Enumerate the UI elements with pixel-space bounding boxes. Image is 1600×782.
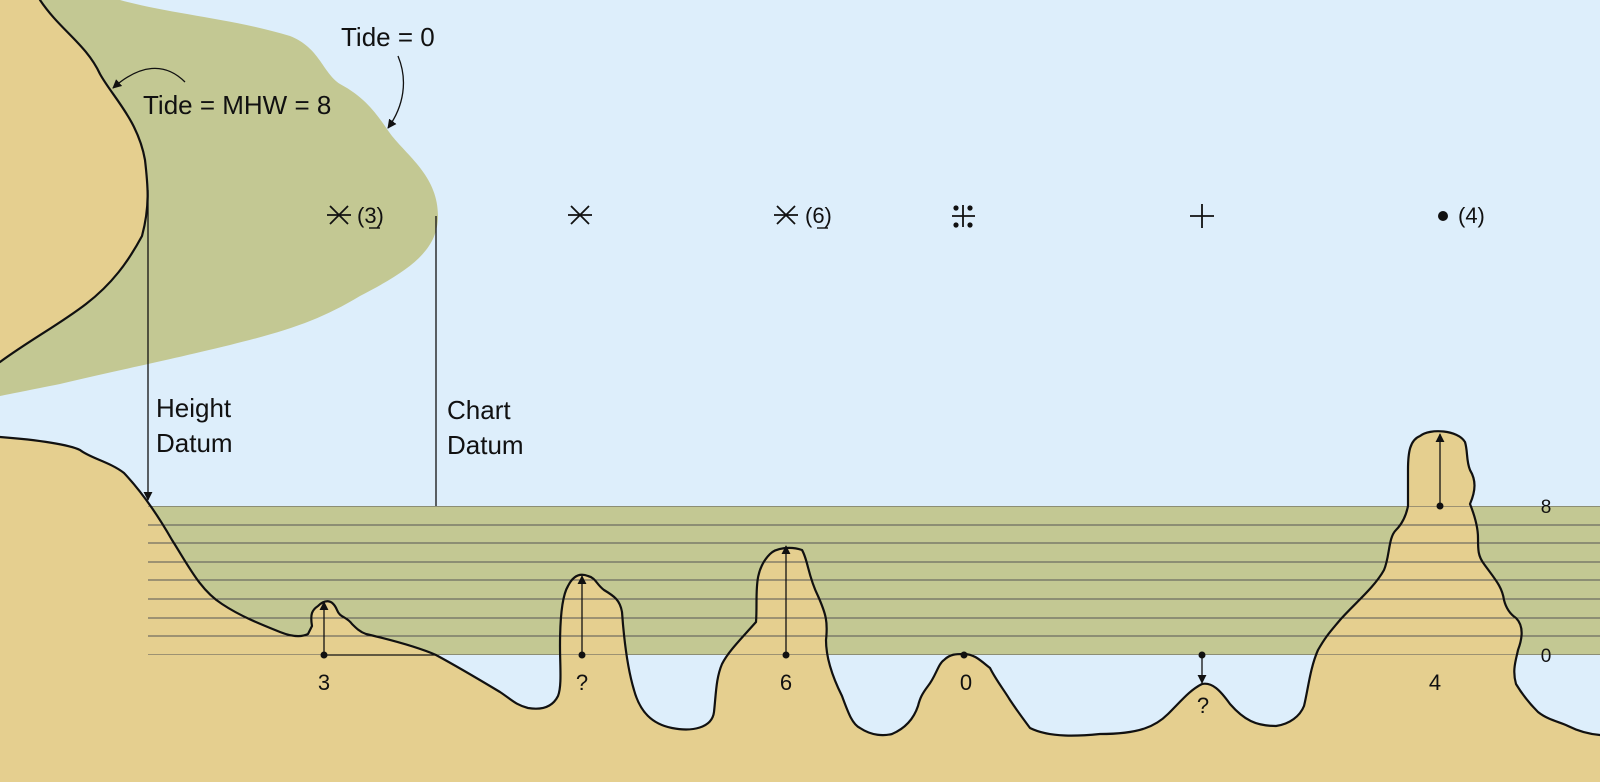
seabed-outline (0, 430, 1600, 737)
chart-symbol-6-label: (4) (1458, 203, 1485, 228)
plan-land-area (0, 0, 148, 362)
rock-awash-icon (327, 205, 351, 225)
scale-label-low: 0 (1541, 646, 1552, 667)
chart-symbol-5 (1190, 204, 1214, 228)
seabed-profile (0, 431, 1600, 782)
chart-symbol-1: (3) (327, 203, 384, 229)
tide-zero-label: Tide = 0 (341, 22, 435, 52)
plan-view: Tide = 0 Tide = MHW = 8 Height Datum Cha… (0, 0, 1485, 654)
tide-zero-arrow (387, 55, 405, 129)
rock-value-2: ? (576, 670, 588, 695)
tide-mhw-label: Tide = MHW = 8 (143, 90, 331, 120)
rock-awash-at-chart-datum-icon (952, 205, 975, 228)
chart-symbol-4 (952, 205, 975, 228)
scale-label-high: 8 (1541, 497, 1552, 518)
chart-datum-label-line2: Datum (447, 430, 524, 460)
chart-symbol-6: (4) (1438, 203, 1485, 228)
chart-symbol-3: (6) (774, 203, 832, 229)
rock-height-arrows (319, 433, 1445, 684)
chart-symbol-3-label: (6) (805, 203, 832, 228)
rock-value-3: 6 (780, 670, 792, 695)
height-datum-label-line1: Height (156, 393, 232, 423)
chart-datum-label-line1: Chart (447, 395, 511, 425)
rock-awash-icon (568, 205, 592, 225)
height-datum-label-line2: Datum (156, 428, 233, 458)
rock-value-1: 3 (318, 670, 330, 695)
rock-awash-icon (774, 205, 798, 225)
dot-icon (1438, 211, 1448, 221)
cross-section: 3 ? 6 0 ? 4 8 0 (0, 430, 1600, 782)
chart-symbol-1-label: (3) (357, 203, 384, 228)
tide-mhw-arrow (112, 67, 186, 89)
tide-lines (148, 506, 1600, 655)
rock-value-6: 4 (1429, 670, 1441, 695)
chart-symbol-2 (568, 205, 592, 225)
rock-value-4: 0 (960, 670, 972, 695)
submerged-rock-icon (1190, 204, 1214, 228)
rock-value-5: ? (1197, 693, 1209, 718)
